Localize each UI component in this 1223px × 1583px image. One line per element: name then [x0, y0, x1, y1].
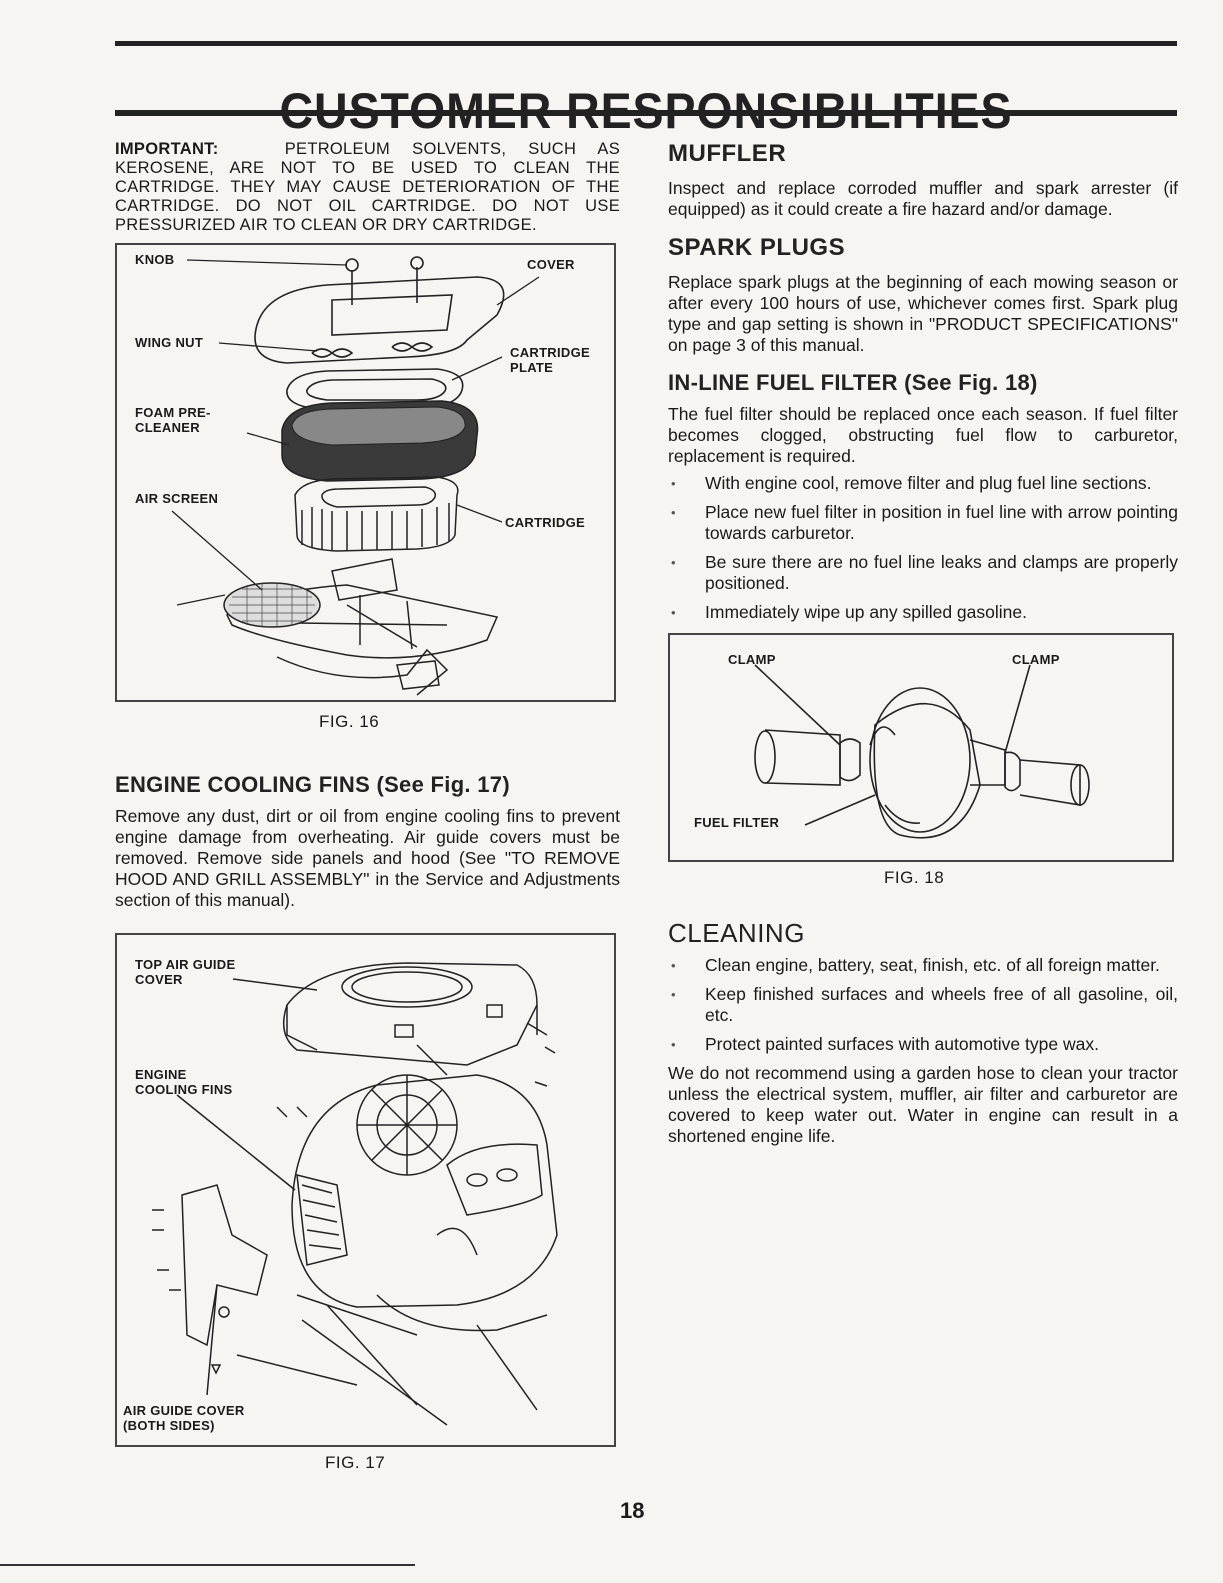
title-underline-rule: [115, 110, 1177, 116]
label-engine-cooling-fins: ENGINE COOLING FINS: [135, 1067, 233, 1097]
air-filter-exploded-diagram: [171, 256, 540, 696]
important-notice: IMPORTANT: PETROLEUM SOLVENTS, SUCH AS K…: [115, 140, 620, 235]
spark-plugs-text: Replace spark plugs at the beginning of …: [668, 272, 1178, 355]
cleaning-steps: Clean engine, battery, seat, finish, etc…: [668, 955, 1178, 1055]
heading-cleaning: CLEANING: [668, 918, 805, 948]
right-column: MUFFLER Inspect and replace corroded muf…: [668, 140, 1178, 1147]
important-label: IMPORTANT:: [115, 140, 219, 158]
heading-muffler: MUFFLER: [668, 140, 787, 167]
label-cover: COVER: [527, 257, 575, 272]
figure-16-caption: FIG. 16: [319, 712, 380, 731]
label-air-guide-cover: AIR GUIDE COVER (BOTH SIDES): [123, 1403, 245, 1433]
fuel-filter-step: With engine cool, remove filter and plug…: [668, 473, 1178, 494]
figure-18-caption: FIG. 18: [884, 868, 945, 887]
heading-engine-cooling-fins: ENGINE COOLING FINS (See Fig. 17): [115, 772, 510, 797]
engine-cooling-text: Remove any dust, dirt or oil from engine…: [115, 806, 620, 910]
label-wing-nut: WING NUT: [135, 335, 204, 350]
cleaning-step: Keep finished surfaces and wheels free o…: [668, 984, 1178, 1026]
cleaning-step: Protect painted surfaces with automotive…: [668, 1034, 1178, 1055]
fuel-filter-step: Be sure there are no fuel line leaks and…: [668, 552, 1178, 594]
figure-16-air-filter: KNOB COVER WING NUT CARTRIDGE PLATE FOAM…: [115, 243, 616, 702]
important-text: PETROLEUM SOLVENTS, SUCH AS KEROSENE, AR…: [115, 140, 621, 234]
engine-cooling-fins-diagram: [152, 962, 558, 1426]
figure-17-engine-cooling: TOP AIR GUIDE COVER ENGINE COOLING FINS …: [115, 933, 616, 1447]
heading-spark-plugs: SPARK PLUGS: [668, 234, 846, 261]
figure-18-fuel-filter: CLAMP CLAMP FUEL FILTER: [668, 633, 1174, 862]
label-fuel-filter: FUEL FILTER: [694, 815, 780, 830]
label-clamp-left: CLAMP: [728, 652, 776, 667]
label-knob: KNOB: [135, 252, 175, 267]
label-top-air-guide-cover: TOP AIR GUIDE COVER: [135, 957, 236, 987]
fuel-filter-diagram: [754, 664, 1090, 839]
fuel-filter-step: Place new fuel filter in position in fue…: [668, 502, 1178, 544]
cleaning-step: Clean engine, battery, seat, finish, etc…: [668, 955, 1178, 976]
cleaning-text: We do not recommend using a garden hose …: [668, 1063, 1178, 1146]
heading-in-line-fuel-filter: IN-LINE FUEL FILTER (See Fig. 18): [668, 370, 1038, 395]
top-rule: [115, 41, 1177, 46]
footer-rule: [0, 1564, 415, 1566]
fuel-filter-steps: With engine cool, remove filter and plug…: [668, 473, 1178, 623]
fuel-filter-text: The fuel filter should be replaced once …: [668, 404, 1178, 466]
label-air-screen: AIR SCREEN: [135, 491, 219, 506]
muffler-text: Inspect and replace corroded muffler and…: [668, 178, 1178, 219]
page-number: 18: [620, 1498, 645, 1523]
left-column: IMPORTANT: PETROLEUM SOLVENTS, SUCH AS K…: [115, 140, 620, 1487]
figure-17-caption: FIG. 17: [325, 1453, 386, 1472]
label-clamp-right: CLAMP: [1012, 652, 1060, 667]
label-cartridge: CARTRIDGE: [505, 515, 585, 530]
label-cartridge-plate: CARTRIDGE PLATE: [510, 345, 590, 375]
label-foam-pre-cleaner: FOAM PRE-CLEANER: [135, 405, 211, 435]
fuel-filter-step: Immediately wipe up any spilled gasoline…: [668, 602, 1178, 623]
